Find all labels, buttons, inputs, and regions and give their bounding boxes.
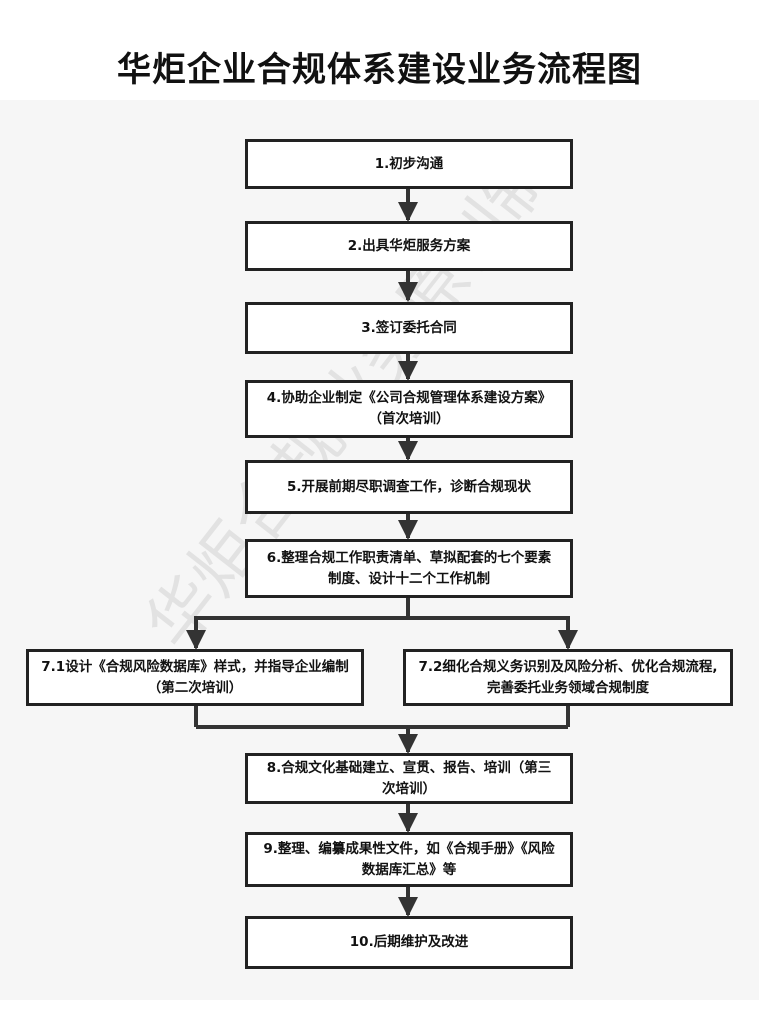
step-6-box: 6.整理合规工作职责清单、草拟配套的七个要素制度、设计十二个工作机制 bbox=[245, 539, 573, 598]
step-4-box: 4.协助企业制定《公司合规管理体系建设方案》（首次培训） bbox=[245, 380, 573, 438]
step-10-text: 10.后期维护及改进 bbox=[349, 934, 469, 950]
split-bar bbox=[194, 616, 578, 650]
step-10-box: 10.后期维护及改进 bbox=[245, 916, 573, 969]
diagram-title: 华炬企业合规体系建设业务流程图 bbox=[117, 50, 642, 90]
step-8-text: 8.合规文化基础建立、宣贯、报告、培训（第三次培训） bbox=[266, 759, 552, 797]
step-7-1-box: 7.1设计《合规风险数据库》样式，并指导企业编制（第二次培训） bbox=[26, 649, 364, 706]
step-2-box: 2.出具华炬服务方案 bbox=[245, 221, 573, 271]
step-2-text: 2.出具华炬服务方案 bbox=[347, 237, 471, 254]
step-7-2-text: 7.2细化合规义务识别及风险分析、优化合规流程,完善委托业务领域合规制度 bbox=[418, 658, 718, 696]
step-5-box: 5.开展前期尽职调查工作，诊断合规现状 bbox=[245, 460, 573, 514]
step-9-box: 9.整理、编纂成果性文件，如《合规手册》《风险数据库汇总》等 bbox=[245, 832, 573, 887]
step-3-box: 3.签订委托合同 bbox=[245, 302, 573, 354]
step-5-text: 5.开展前期尽职调查工作，诊断合规现状 bbox=[286, 478, 532, 495]
step-4-text: 4.协助企业制定《公司合规管理体系建设方案》（首次培训） bbox=[266, 390, 552, 427]
step-6-text: 6.整理合规工作职责清单、草拟配套的七个要素制度、设计十二个工作机制 bbox=[266, 549, 552, 587]
step-1-text: 1.初步沟通 bbox=[374, 155, 444, 172]
step-8-box: 8.合规文化基础建立、宣贯、报告、培训（第三次培训） bbox=[245, 753, 573, 804]
step-7-2-box: 7.2细化合规义务识别及风险分析、优化合规流程,完善委托业务领域合规制度 bbox=[403, 649, 733, 706]
step-9-text: 9.整理、编纂成果性文件，如《合规手册》《风险数据库汇总》等 bbox=[263, 840, 555, 878]
step-7-1-text: 7.1设计《合规风险数据库》样式，并指导企业编制（第二次培训） bbox=[41, 658, 349, 696]
step-3-text: 3.签订委托合同 bbox=[361, 319, 457, 336]
step-1-box: 1.初步沟通 bbox=[245, 139, 573, 189]
